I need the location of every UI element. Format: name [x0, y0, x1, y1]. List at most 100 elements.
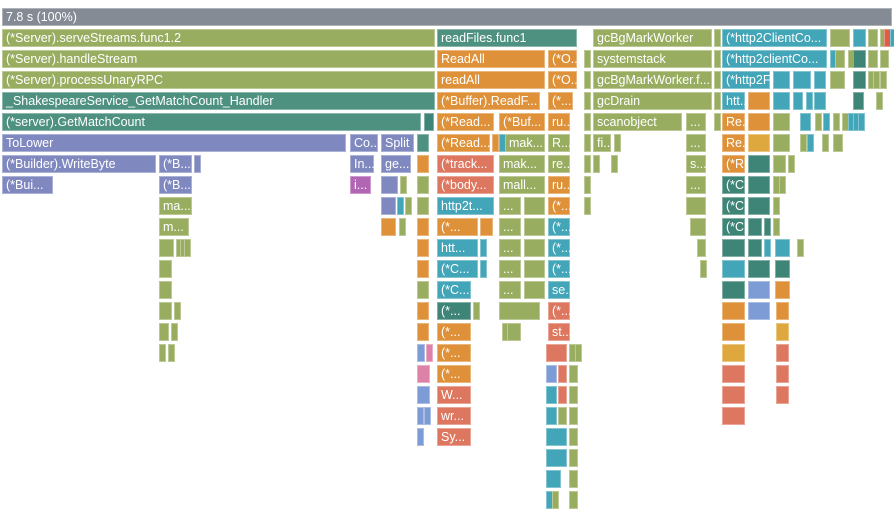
flame-cell[interactable]	[714, 50, 721, 68]
flame-cell[interactable]	[697, 239, 706, 257]
flame-cell[interactable]: gcBgMarkWorker.f...	[593, 71, 712, 89]
flame-cell[interactable]: (*Bui...	[2, 176, 53, 194]
flame-cell[interactable]	[814, 71, 826, 89]
flame-cell[interactable]	[748, 197, 770, 215]
flame-cell[interactable]	[546, 491, 553, 509]
flame-cell[interactable]	[399, 218, 406, 236]
flame-cell[interactable]: (*B...	[159, 176, 192, 194]
flame-cell[interactable]: (*Read...	[437, 113, 494, 131]
flame-cell[interactable]: (*track...	[437, 155, 494, 173]
flame-cell[interactable]	[546, 407, 557, 425]
flame-cell[interactable]	[806, 92, 813, 110]
flame-cell[interactable]	[722, 239, 745, 257]
flame-cell[interactable]: (*Server).serveStreams.func1.2	[2, 29, 435, 47]
flame-cell[interactable]	[381, 176, 398, 194]
flame-cell[interactable]	[884, 29, 891, 47]
flame-cell[interactable]	[397, 197, 404, 215]
flame-cell[interactable]: ReadAll	[437, 50, 545, 68]
flame-cell[interactable]	[417, 365, 430, 383]
flame-cell[interactable]: fi...	[593, 134, 611, 152]
flame-cell[interactable]	[722, 365, 745, 383]
flame-cell[interactable]: Co...	[350, 134, 378, 152]
flame-cell[interactable]: (*...	[437, 302, 471, 320]
flame-cell[interactable]: i...	[350, 176, 371, 194]
flame-cell[interactable]: (*Server).processUnaryRPC	[2, 71, 435, 89]
flame-cell[interactable]: R...	[548, 134, 570, 152]
flame-cell[interactable]	[426, 344, 433, 362]
flame-cell[interactable]	[524, 281, 545, 299]
flame-cell[interactable]: (*...	[437, 344, 471, 362]
flame-cell[interactable]	[417, 218, 429, 236]
flame-cell[interactable]	[546, 449, 567, 467]
flame-cell[interactable]	[776, 323, 789, 341]
flame-cell[interactable]	[194, 155, 201, 173]
flame-cell[interactable]	[814, 92, 826, 110]
flame-cell[interactable]: (*...	[437, 365, 471, 383]
flame-cell[interactable]	[417, 407, 424, 425]
flame-cell[interactable]: st...	[548, 323, 570, 341]
flame-cell[interactable]	[815, 113, 822, 131]
flame-cell[interactable]	[524, 197, 545, 215]
flame-cell[interactable]	[848, 50, 855, 68]
flame-cell[interactable]: _ShakespeareService_GetMatchCount_Handle…	[2, 92, 435, 110]
flame-cell[interactable]: (*O...	[548, 71, 577, 89]
flame-cell[interactable]	[748, 113, 770, 131]
flame-cell[interactable]: http2t...	[437, 197, 494, 215]
flame-cell[interactable]	[558, 407, 567, 425]
flame-cell[interactable]: gcDrain	[593, 92, 712, 110]
flame-cell[interactable]	[524, 260, 545, 278]
flame-cell[interactable]	[569, 407, 578, 425]
flame-cell[interactable]	[546, 386, 557, 404]
flame-cell[interactable]	[880, 71, 887, 89]
flame-cell[interactable]	[614, 134, 621, 152]
flame-cell[interactable]	[868, 50, 878, 68]
flame-cell[interactable]	[584, 113, 591, 131]
flame-cell[interactable]	[584, 92, 591, 110]
flame-cell[interactable]: Sy...	[437, 428, 471, 446]
flame-cell[interactable]: (*O...	[548, 50, 577, 68]
flame-cell[interactable]	[417, 302, 429, 320]
flame-cell[interactable]	[480, 239, 487, 257]
flame-cell[interactable]	[722, 302, 745, 320]
flame-cell[interactable]	[748, 302, 770, 320]
flame-cell[interactable]	[714, 29, 721, 47]
flame-cell[interactable]	[793, 71, 811, 89]
flame-cell[interactable]	[830, 29, 850, 47]
flame-cell[interactable]: (*http2ClientCo...	[722, 29, 827, 47]
flame-cell[interactable]	[558, 386, 567, 404]
flame-cell[interactable]	[546, 365, 557, 383]
flame-cell[interactable]: (*...	[548, 218, 570, 236]
flame-cell[interactable]	[773, 197, 780, 215]
flame-cell[interactable]	[807, 134, 814, 152]
flame-cell[interactable]: (*...	[548, 302, 570, 320]
flame-cell[interactable]: ru...	[548, 176, 570, 194]
flame-cell[interactable]: Re...	[722, 134, 745, 152]
flame-cell[interactable]	[417, 323, 429, 341]
flame-cell[interactable]	[773, 218, 780, 236]
flame-cell[interactable]: (*http2clientCo...	[722, 50, 827, 68]
flame-cell[interactable]	[524, 218, 545, 236]
flame-cell[interactable]	[748, 176, 770, 194]
flame-cell[interactable]	[524, 239, 545, 257]
flame-cell[interactable]	[714, 92, 721, 110]
flame-cell[interactable]	[159, 239, 174, 257]
flame-cell[interactable]	[797, 239, 804, 257]
flame-cell[interactable]	[748, 260, 770, 278]
flame-cell[interactable]	[417, 344, 425, 362]
flame-cell[interactable]	[764, 239, 771, 257]
flame-cell[interactable]	[507, 323, 521, 341]
flame-cell[interactable]: (*Read...	[437, 134, 490, 152]
flame-cell[interactable]	[569, 428, 578, 446]
flame-cell[interactable]	[890, 29, 894, 47]
flame-cell[interactable]	[546, 428, 567, 446]
flame-cell[interactable]	[830, 50, 837, 68]
flame-cell[interactable]: ...	[686, 113, 706, 131]
flame-cell[interactable]	[176, 239, 183, 257]
flame-cell[interactable]	[748, 239, 762, 257]
flame-cell[interactable]	[823, 113, 830, 131]
flame-cell[interactable]	[686, 197, 706, 215]
flame-cell[interactable]: mak...	[505, 134, 545, 152]
flame-root-bar[interactable]: 7.8 s (100%)	[2, 8, 892, 26]
flame-cell[interactable]	[764, 218, 771, 236]
flame-cell[interactable]	[775, 239, 790, 257]
